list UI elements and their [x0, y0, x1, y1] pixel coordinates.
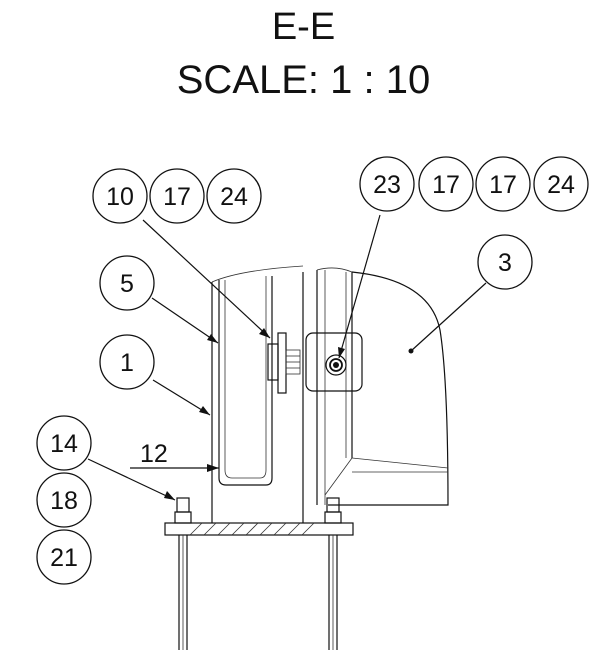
balloon-21: 21 [50, 544, 78, 572]
balloon-1-text: 1 [120, 349, 134, 377]
section-label: E-E [271, 6, 336, 48]
balloon-18: 18 [50, 487, 78, 515]
balloon-17: 17 [163, 183, 191, 211]
balloon-5-text: 5 [120, 270, 134, 298]
balloon-group-14-18-21: 14 18 21 [36, 415, 92, 585]
column-right [316, 267, 353, 505]
dimension-12: 12 [130, 440, 219, 472]
balloon-10: 10 [106, 183, 134, 211]
balloon-group-10-17-24: 10 17 24 [92, 168, 262, 224]
balloon-23: 23 [373, 171, 401, 199]
balloon-3-text: 3 [498, 249, 512, 277]
anchor-bolt-right [324, 497, 342, 650]
balloon-14: 14 [50, 430, 78, 458]
balloon-1: 1 [99, 334, 155, 390]
balloon-24: 24 [220, 183, 248, 211]
leader-lines [87, 214, 487, 501]
column-part-1 [211, 265, 304, 523]
balloon-24: 24 [547, 171, 575, 199]
balloon-17: 17 [432, 171, 460, 199]
balloon-group-23-17-17-24: 23 17 17 24 [359, 156, 589, 212]
anchor-bolt-left [174, 497, 192, 650]
flange-plate-part-10 [267, 332, 301, 394]
cover-part-3 [324, 271, 449, 506]
balloon-5: 5 [99, 255, 155, 311]
base-plate [164, 522, 354, 536]
bent-plate-part-5 [218, 276, 273, 486]
scale-label: SCALE: 1 : 10 [176, 58, 431, 102]
dimension-value: 12 [140, 440, 168, 468]
bracket-with-bolt [305, 332, 363, 392]
balloon-3: 3 [477, 234, 533, 290]
balloon-17: 17 [489, 171, 517, 199]
